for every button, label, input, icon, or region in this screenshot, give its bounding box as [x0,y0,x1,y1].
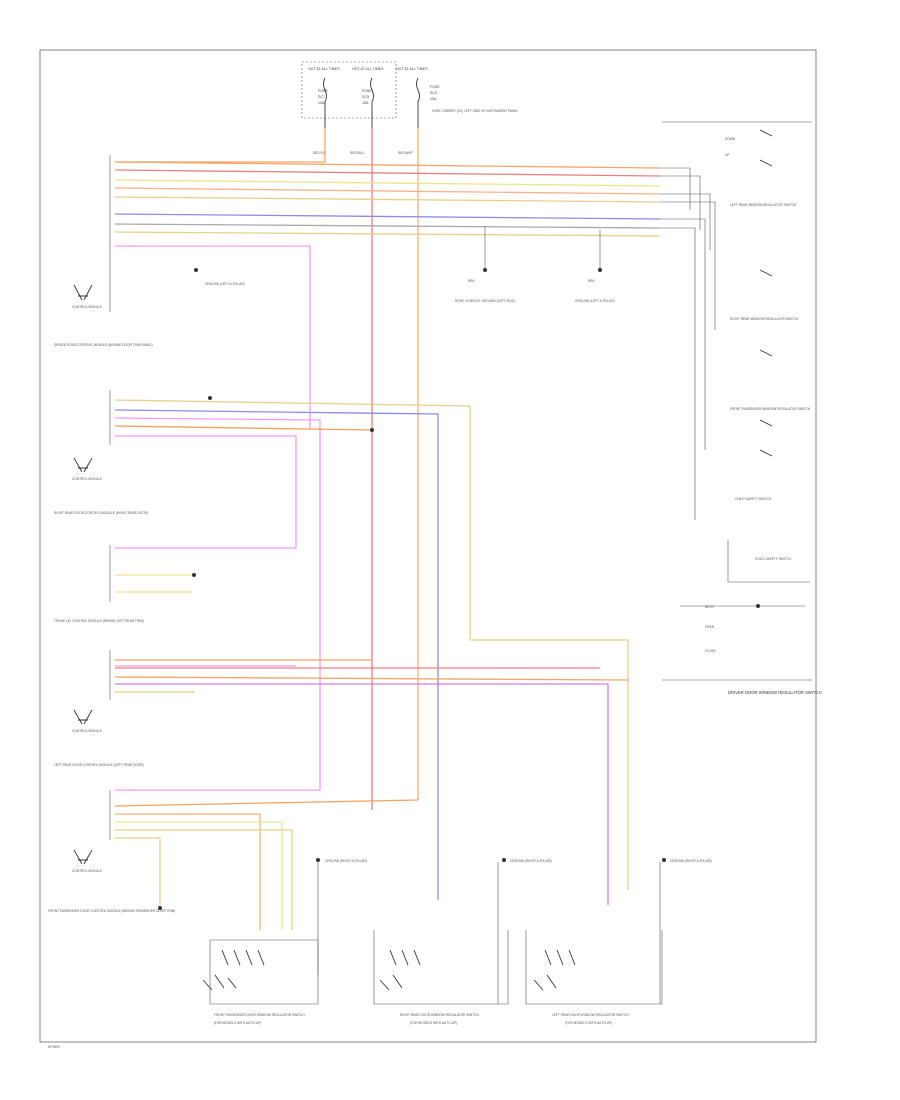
module-front-passenger-door: CONTROL MODULE FRONT PASSENGER DOOR CONT… [48,849,175,913]
switch-block-left-rear: LEFT REAR DOOR WINDOW REGULATOR SWITCH (… [525,930,663,1025]
fuse-1-hot: HOT AT ALL TIMES [308,67,340,71]
svg-text:LEFT REAR WINDOW REGULATOR SWI: LEFT REAR WINDOW REGULATOR SWITCH [730,203,797,207]
driver-door-switch: DOWN UP LEFT REAR WINDOW REGULATOR SWITC… [662,121,822,695]
module-4-caption: LEFT REAR DOOR CONTROL MODULE (LEFT REAR… [54,763,144,767]
fuse-box-label: FUSE CARRIER (SC) LEFT SIDE OF INSTRUMEN… [432,109,518,113]
svg-text:CONTROL MODULE: CONTROL MODULE [72,729,102,733]
fuse-1-amps: 10A [318,101,325,105]
svg-text:UP: UP [725,153,729,157]
fuse-1-wire: RED/YEL [313,151,327,155]
module-2-caption: RIGHT REAR DOOR CONTROL MODULE (RIGHT RE… [54,511,148,515]
fuse-2-wire: RED/BLU [350,151,365,155]
fuse-3: HOT AT ALL TIMES FUSE SC3 10A RED/WHT [396,67,440,155]
fuse-2-amps: 10A [362,101,369,105]
bus-module-1 [114,161,661,430]
module-3-caption: TRUNK LID CONTROL MODULE (BEHIND LEFT RE… [54,619,144,623]
svg-text:CONTROL MODULE: CONTROL MODULE [72,477,102,481]
svg-text:CONTROL MODULE: CONTROL MODULE [72,869,102,873]
diagram-frame [39,49,817,1043]
svg-text:AUTO: AUTO [705,605,714,609]
child-safety-label: CHILD SAFETY SWITCH [755,557,792,561]
module-left-rear-door: CONTROL MODULE LEFT REAR DOOR CONTROL MO… [54,709,144,767]
switch-block-right-rear: RIGHT REAR DOOR WINDOW REGULATOR SWITCH … [373,930,509,1025]
fuse-3-id: SC3 [430,91,437,95]
ground-left-a-pillar-4 [158,906,162,910]
svg-text:GROUND (LEFT A-PILLAR): GROUND (LEFT A-PILLAR) [575,299,615,303]
svg-text:FRONT PASSENGER WINDOW REGULAT: FRONT PASSENGER WINDOW REGULATOR SWITCH [730,407,811,411]
fuse-feed-wires [115,128,419,810]
svg-text:ROOF CONSOLE GROUND (LEFT SIDE: ROOF CONSOLE GROUND (LEFT SIDE) [455,299,515,303]
svg-text:(FOR MODELS WITH AUTO-UP): (FOR MODELS WITH AUTO-UP) [410,1021,457,1025]
svg-text:CLOSE: CLOSE [705,649,716,653]
ground-left-a-pillar-2: GROUND (LEFT A-PILLAR) [194,268,245,286]
svg-text:BRN: BRN [588,279,595,283]
fuse-2: HOT AT ALL TIMES FUSE SC5 10A RED/BLU [350,67,384,155]
switch-block-2-caption: RIGHT REAR DOOR WINDOW REGULATOR SWITCH [400,1013,480,1017]
ground-left-a-pillar-1: BRN GROUND (LEFT A-PILLAR) [575,268,615,303]
svg-text:GROUND (RIGHT A-PILLAR): GROUND (RIGHT A-PILLAR) [670,859,712,863]
fuse-2-name: FUSE [362,89,372,93]
fuse-3-amps: 10A [430,97,437,101]
svg-text:(FOR MODELS WITH AUTO-UP): (FOR MODELS WITH AUTO-UP) [565,1021,612,1025]
fuse-2-hot: HOT AT ALL TIMES [352,67,384,71]
bus-module-2 [114,399,629,900]
svg-text:OPEN: OPEN [705,625,715,629]
svg-text:GROUND (RIGHT A-PILLAR): GROUND (RIGHT A-PILLAR) [510,859,552,863]
bus-module-5 [114,789,419,930]
fuse-2-id: SC5 [362,95,369,99]
fuse-3-name: FUSE [430,85,440,89]
svg-text:CONTROL MODULE: CONTROL MODULE [72,305,102,309]
svg-text:CHILD SAFETY SWITCH: CHILD SAFETY SWITCH [735,497,772,501]
fuse-3-hot: HOT AT ALL TIMES [396,67,428,71]
fuse-1-name: FUSE [318,89,328,93]
svg-text:BRN: BRN [468,279,475,283]
svg-text:RIGHT REAR WINDOW REGULATOR SW: RIGHT REAR WINDOW REGULATOR SWITCH [730,317,799,321]
fuse-3-wire: RED/WHT [398,151,413,155]
fuse-1-id: SC7 [318,95,325,99]
bus-module-3 [115,574,192,593]
module-driver-door: CONTROL MODULE DRIVER DOOR CONTROL MODUL… [54,284,153,347]
driver-switch-caption: DRIVER DOOR WINDOW REGULATOR SWITCH [728,690,822,695]
module-right-rear-door: CONTROL MODULE RIGHT REAR DOOR CONTROL M… [54,457,148,515]
svg-text:GROUND (RIGHT A-PILLAR): GROUND (RIGHT A-PILLAR) [325,859,367,863]
wire-red-yel-feed [115,128,326,163]
fuse-1: HOT AT ALL TIMES FUSE SC7 10A RED/YEL [308,67,340,155]
bottom-grounds: GROUND (RIGHT A-PILLAR) GROUND (RIGHT A-… [316,858,712,1004]
svg-text:DOWN: DOWN [725,137,736,141]
switch-block-3-caption: LEFT REAR DOOR WINDOW REGULATOR SWITCH [552,1013,629,1017]
module-5-caption: FRONT PASSENGER DOOR CONTROL MODULE (BEH… [48,909,175,913]
switch-block-front-passenger: FRONT PASSENGER DOOR WINDOW REGULATOR SW… [202,939,319,1025]
svg-text:(FOR MODELS WITH AUTO-UP): (FOR MODELS WITH AUTO-UP) [214,1021,261,1025]
ground-left-a-pillar-3 [208,396,212,400]
footer-code: WTNRD [48,1045,61,1049]
fuse-box: HOT AT ALL TIMES FUSE SC7 10A RED/YEL HO… [301,61,518,155]
module-1-caption: DRIVER DOOR CONTROL MODULE (BEHIND DOOR … [54,343,153,347]
bus-module-4 [114,659,629,905]
switch-block-1-caption: FRONT PASSENGER DOOR WINDOW REGULATOR SW… [214,1013,305,1017]
svg-text:GROUND (LEFT A-PILLAR): GROUND (LEFT A-PILLAR) [205,282,245,286]
ground-roof: BRN ROOF CONSOLE GROUND (LEFT SIDE) [455,268,515,303]
